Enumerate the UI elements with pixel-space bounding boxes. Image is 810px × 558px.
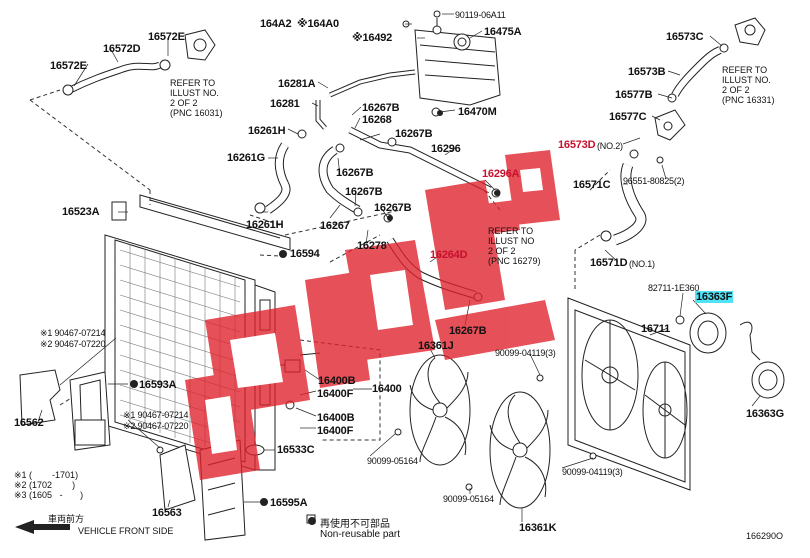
label-90119: 90119-06A11 xyxy=(455,10,506,20)
label-16595A: 16595A xyxy=(270,497,308,509)
label-16267: 16267 xyxy=(320,220,350,232)
label-90467-c: ※1 90467-07214 xyxy=(123,410,189,420)
label-164A0: ※164A0 xyxy=(297,18,339,30)
label-90467-a: ※1 90467-07214 xyxy=(40,328,106,338)
label-16261G: 16261G xyxy=(227,152,265,164)
label-16400F-1: 16400F xyxy=(317,388,354,400)
label-16267B-3: 16267B xyxy=(336,167,374,179)
footnote-date-ranges: ※1 ( -1701) ※2 (1702 ) ※3 (1605 - ) xyxy=(14,470,84,500)
label-16475A: 16475A xyxy=(484,26,522,38)
label-16533C: 16533C xyxy=(277,444,315,456)
note-refer-16031: REFER TO ILLUST NO. 2 OF 2 (PNC 16031) xyxy=(170,78,223,118)
label-90099-05164b: 90099-05164 xyxy=(443,494,494,504)
fan-16361J xyxy=(409,354,471,466)
front-side-en: VEHICLE FRONT SIDE xyxy=(78,526,174,536)
label-16563: 16563 xyxy=(152,507,182,519)
label-16571C: 16571C xyxy=(573,179,611,191)
legend-reusable: 再使用不可部品 xyxy=(320,519,390,530)
label-16267B-5: 16267B xyxy=(374,202,412,214)
note-refer-16331: REFER TO ILLUST NO. 2 OF 2 (PNC 16331) xyxy=(722,65,775,105)
label-16593A: 16593A xyxy=(139,379,177,391)
label-16573D: 16573D xyxy=(558,139,596,151)
label-16281: 16281 xyxy=(270,98,300,110)
label-90099-04119a: 90099-04119(3) xyxy=(495,348,556,358)
label-16523A: 16523A xyxy=(62,206,100,218)
label-16281A: 16281A xyxy=(278,78,316,90)
label-16573D-note: (NO.2) xyxy=(597,141,623,151)
label-16267B-6: 16267B xyxy=(449,325,487,337)
front-side-jp: 車両前方 xyxy=(48,514,85,524)
label-90467-d: ※2 90467-07220 xyxy=(123,421,189,431)
label-16363F: 16363F xyxy=(695,291,734,303)
label-16577B: 16577B xyxy=(615,89,653,101)
label-16492: ※16492 xyxy=(352,32,393,44)
label-16261H-top: 16261H xyxy=(248,125,286,137)
illustration-code: 166290O xyxy=(746,531,784,541)
label-16261H: 16261H xyxy=(246,219,284,231)
label-16278: 16278 xyxy=(357,240,387,252)
label-82711: 82711-1E360 xyxy=(648,283,700,293)
label-16267B-1: 16267B xyxy=(362,102,400,114)
label-16571D-note: (NO.1) xyxy=(629,259,655,269)
label-16363G: 16363G xyxy=(746,408,784,420)
label-16267B-4: 16267B xyxy=(345,186,383,198)
label-16264D: 16264D xyxy=(430,249,468,261)
label-90099-05164a: 90099-05164 xyxy=(367,456,418,466)
label-16562: 16562 xyxy=(14,417,44,429)
fan-shroud xyxy=(567,297,691,491)
label-16572D: 16572D xyxy=(103,43,141,55)
reservoir-tank xyxy=(402,10,501,117)
label-16571D: 16571D xyxy=(590,257,628,269)
label-16577C: 16577C xyxy=(609,111,647,123)
label-16711: 16711 xyxy=(641,323,670,335)
label-16400F-2: 16400F xyxy=(317,425,354,437)
label-16572E-top: 16572E xyxy=(148,31,185,43)
label-90099-04119b: 90099-04119(3) xyxy=(562,467,623,477)
note-refer-16279: REFER TO ILLUST NO 2 OF 2 (PNC 16279) xyxy=(488,226,541,266)
label-16572E: 16572E xyxy=(50,60,87,72)
label-16400: 16400 xyxy=(372,383,402,395)
label-16400B-1: 16400B xyxy=(318,375,356,387)
label-16361J: 16361J xyxy=(418,340,454,352)
legend-nonreusable: Non-reusable part xyxy=(320,529,401,540)
label-16573C: 16573C xyxy=(666,31,704,43)
fan-16361K xyxy=(489,391,551,509)
label-164A2: 164A2 xyxy=(260,18,292,30)
label-16296: 16296 xyxy=(431,143,461,155)
label-16268: 16268 xyxy=(362,114,392,126)
label-16400B-2: 16400B xyxy=(317,412,355,424)
label-16573B: 16573B xyxy=(628,66,666,78)
label-16594: 16594 xyxy=(290,248,320,260)
label-16361K: 16361K xyxy=(519,522,557,534)
label-96551: 96551-80825(2) xyxy=(623,176,685,186)
label-16363F-text: 16363F xyxy=(695,291,734,303)
label-16267B-2: 16267B xyxy=(395,128,433,140)
label-90467-b: ※2 90467-07220 xyxy=(40,339,106,349)
label-16296A: 16296A xyxy=(482,168,520,180)
label-16470M: 16470M xyxy=(458,106,497,118)
